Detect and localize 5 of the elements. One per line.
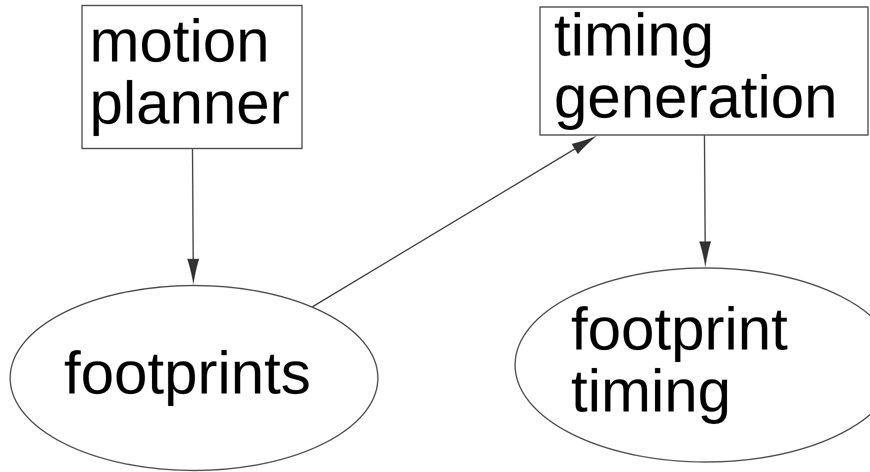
arrow xyxy=(699,136,711,264)
arrow xyxy=(312,137,594,308)
process-box: timing generation xyxy=(539,6,869,136)
process-box: motion planner xyxy=(81,4,303,150)
arrow xyxy=(187,149,199,282)
